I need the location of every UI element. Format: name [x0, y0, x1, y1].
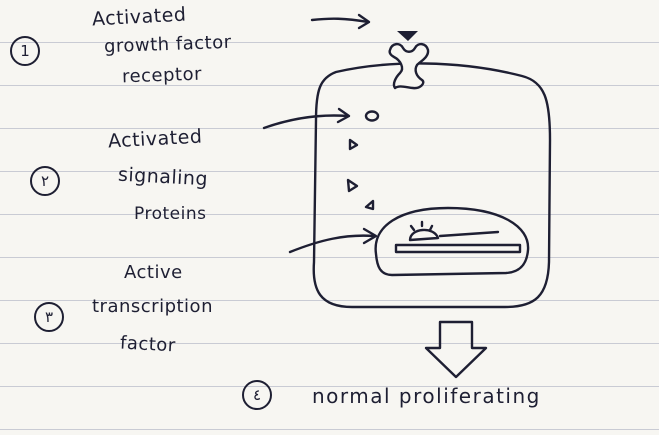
- arrow-to-receptor: [312, 19, 368, 22]
- arrow-to-signaling-proteins: [264, 116, 348, 129]
- signaling-protein-2: [350, 140, 357, 149]
- growth-factor-receptor: [390, 44, 428, 88]
- signaling-protein-1: [366, 112, 378, 121]
- nucleus: [376, 208, 528, 275]
- signaling-protein-4: [366, 201, 373, 209]
- arrow-to-transcription-factor: [290, 236, 374, 252]
- transcription-factor: [410, 230, 438, 240]
- growth-factor-ligand: [397, 31, 418, 41]
- dna-strand: [396, 245, 520, 252]
- down-arrow: [426, 322, 486, 377]
- signaling-protein-3: [348, 180, 357, 191]
